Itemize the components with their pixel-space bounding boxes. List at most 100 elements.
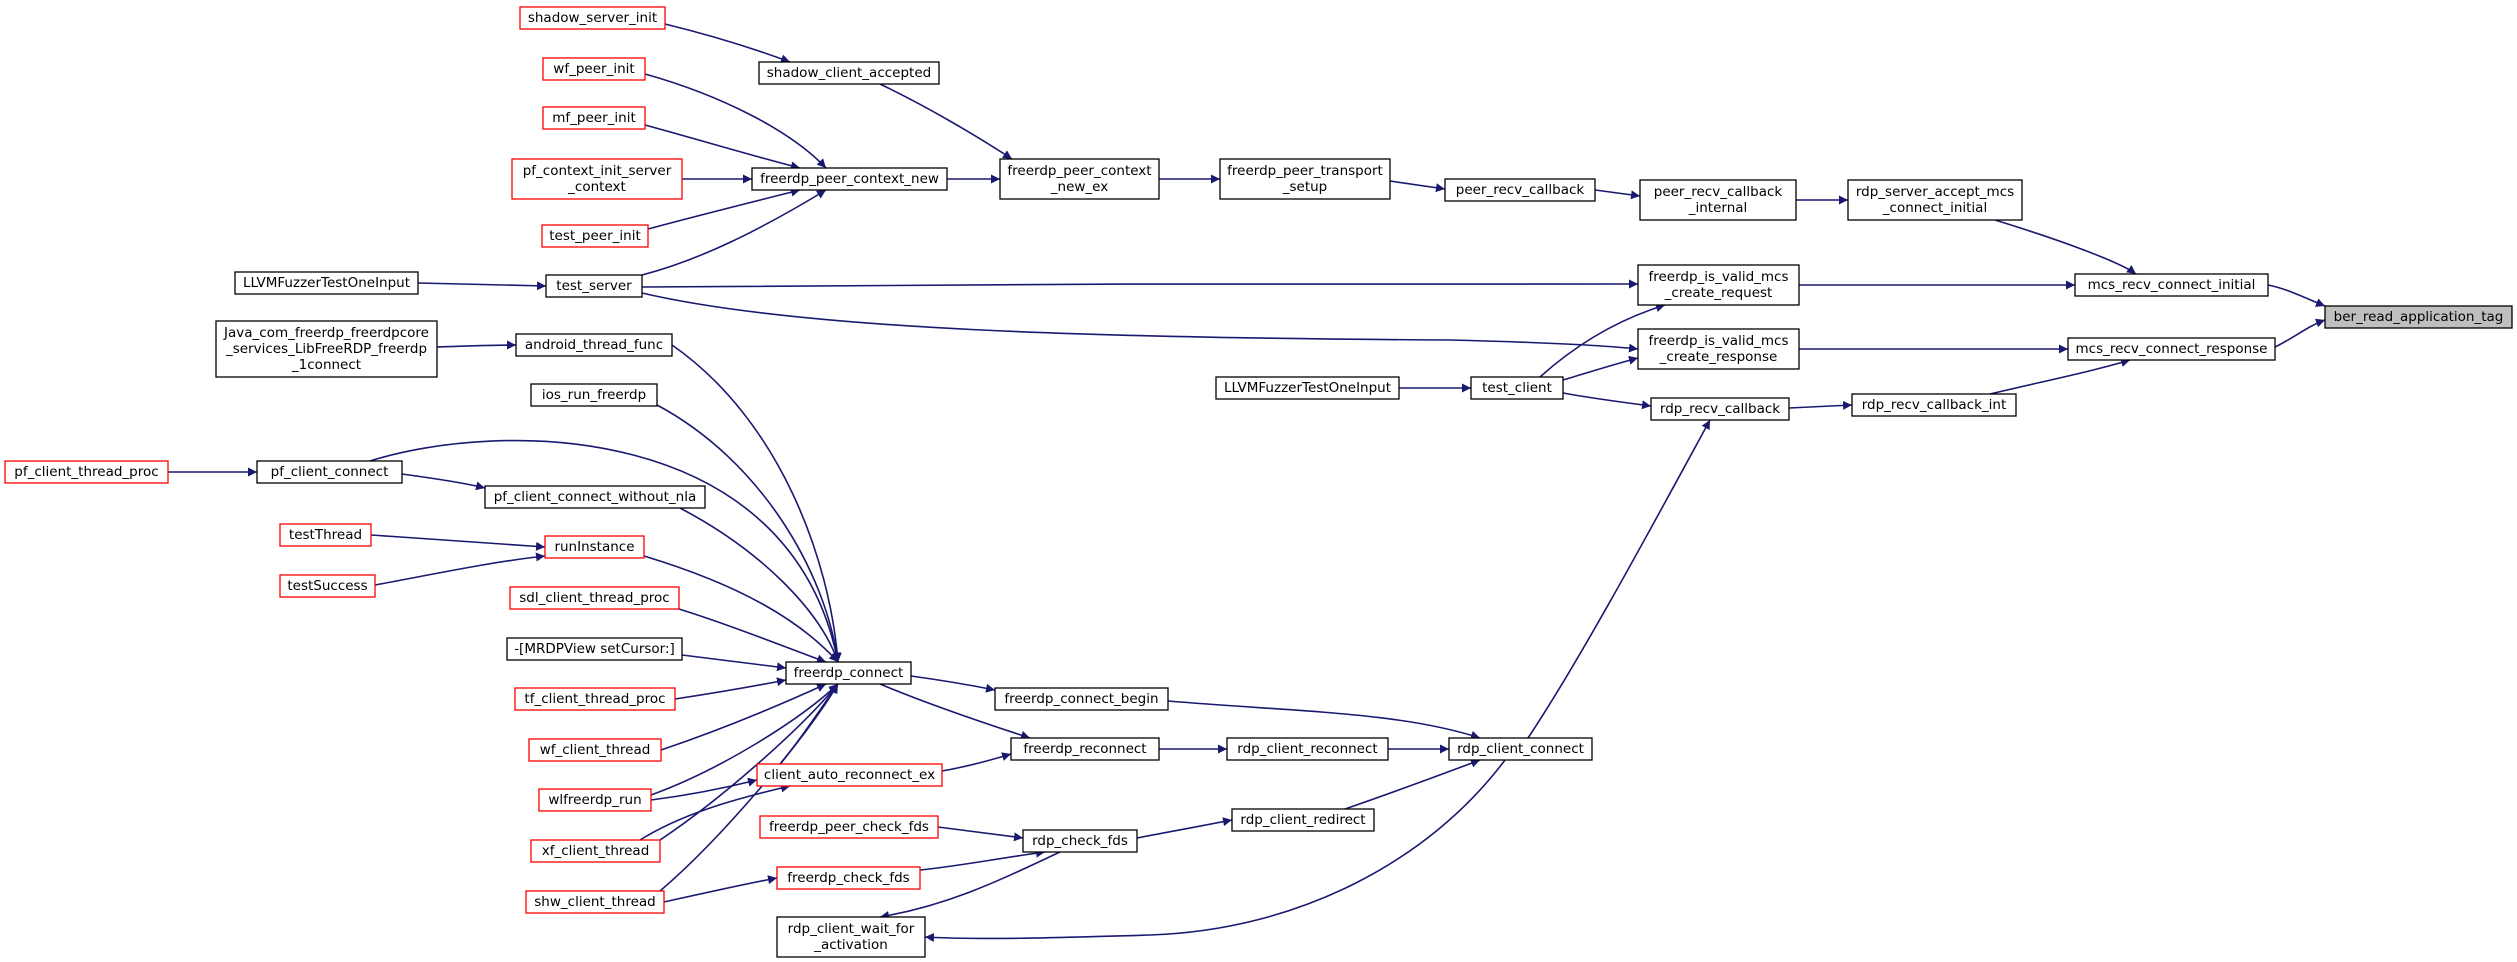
node-freerdp_is_valid_mcs_create_response[interactable]: freerdp_is_valid_mcs_create_response [1637, 328, 1800, 370]
node-xf_client_thread[interactable]: xf_client_thread [530, 839, 661, 863]
node-box[interactable] [1226, 737, 1389, 761]
node-LLVMFuzzerTestOneInput_2[interactable]: LLVMFuzzerTestOneInput [1215, 376, 1400, 400]
node-box[interactable] [1219, 158, 1391, 200]
node-box[interactable] [751, 167, 948, 191]
node-shadow_server_init[interactable]: shadow_server_init [519, 6, 666, 30]
node-freerdp_peer_transport_setup[interactable]: freerdp_peer_transport_setup [1219, 158, 1391, 200]
node-box[interactable] [514, 687, 676, 711]
node-box[interactable] [1470, 376, 1564, 400]
node-rdp_check_fds[interactable]: rdp_check_fds [1022, 829, 1138, 853]
node-ios_run_freerdp[interactable]: ios_run_freerdp [530, 383, 658, 407]
node-LLVMFuzzerTestOneInput_1[interactable]: LLVMFuzzerTestOneInput [234, 271, 419, 295]
node-box[interactable] [776, 866, 921, 890]
node-box[interactable] [1215, 376, 1400, 400]
node-box[interactable] [528, 738, 662, 762]
node-java_connect[interactable]: Java_com_freerdp_freerdpcore_services_Li… [215, 320, 438, 378]
node-box[interactable] [1650, 397, 1790, 421]
node-box[interactable] [545, 274, 643, 298]
node-box[interactable] [1847, 179, 2023, 221]
node-android_thread_func[interactable]: android_thread_func [515, 333, 673, 357]
node-rdp_recv_callback[interactable]: rdp_recv_callback [1650, 397, 1790, 421]
node-freerdp_is_valid_mcs_create_request[interactable]: freerdp_is_valid_mcs_create_request [1637, 264, 1800, 306]
node-freerdp_peer_context_new_ex[interactable]: freerdp_peer_context_new_ex [999, 158, 1160, 200]
node-freerdp_peer_context_new[interactable]: freerdp_peer_context_new [751, 167, 948, 191]
node-pf_client_thread_proc[interactable]: pf_client_thread_proc [4, 460, 169, 484]
node-test_server[interactable]: test_server [545, 274, 643, 298]
node-box[interactable] [256, 460, 403, 484]
node-tf_client_thread_proc[interactable]: tf_client_thread_proc [514, 687, 676, 711]
node-box[interactable] [1444, 178, 1596, 202]
node-wf_peer_init[interactable]: wf_peer_init [542, 57, 646, 81]
node-mcs_recv_connect_initial[interactable]: mcs_recv_connect_initial [2074, 273, 2269, 297]
node-mrdpview_setcursor[interactable]: -[MRDPView setCursor:] [506, 637, 683, 661]
node-freerdp_connect[interactable]: freerdp_connect [785, 661, 912, 685]
node-box[interactable] [1639, 179, 1797, 221]
node-rdp_client_redirect[interactable]: rdp_client_redirect [1231, 808, 1375, 832]
node-test_client[interactable]: test_client [1470, 376, 1564, 400]
node-box[interactable] [515, 333, 673, 357]
node-box[interactable] [538, 788, 652, 812]
node-box[interactable] [525, 890, 665, 914]
node-testSuccess[interactable]: testSuccess [279, 574, 376, 598]
node-box[interactable] [519, 6, 666, 30]
node-box[interactable] [530, 839, 661, 863]
node-freerdp_peer_check_fds[interactable]: freerdp_peer_check_fds [759, 815, 939, 839]
node-box[interactable] [509, 586, 680, 610]
node-test_peer_init[interactable]: test_peer_init [541, 224, 649, 248]
node-box[interactable] [2324, 305, 2513, 329]
node-box[interactable] [1448, 737, 1593, 761]
node-runInstance[interactable]: runInstance [544, 535, 645, 559]
node-box[interactable] [544, 535, 645, 559]
node-client_auto_reconnect_ex[interactable]: client_auto_reconnect_ex [756, 763, 943, 787]
node-freerdp_check_fds[interactable]: freerdp_check_fds [776, 866, 921, 890]
node-box[interactable] [506, 637, 683, 661]
node-freerdp_connect_begin[interactable]: freerdp_connect_begin [994, 687, 1169, 711]
node-box[interactable] [279, 523, 372, 547]
node-box[interactable] [215, 320, 438, 378]
node-box[interactable] [785, 661, 912, 685]
node-box[interactable] [776, 916, 926, 958]
node-peer_recv_callback_internal[interactable]: peer_recv_callback_internal [1639, 179, 1797, 221]
node-box[interactable] [999, 158, 1160, 200]
node-box[interactable] [1022, 829, 1138, 853]
node-box[interactable] [2074, 273, 2269, 297]
node-box[interactable] [4, 460, 169, 484]
node-mcs_recv_connect_response[interactable]: mcs_recv_connect_response [2067, 337, 2276, 361]
node-mf_peer_init[interactable]: mf_peer_init [542, 106, 646, 130]
node-freerdp_reconnect[interactable]: freerdp_reconnect [1010, 737, 1160, 761]
node-rdp_server_accept_mcs[interactable]: rdp_server_accept_mcs_connect_initial [1847, 179, 2023, 221]
node-shw_client_thread[interactable]: shw_client_thread [525, 890, 665, 914]
node-ber_read_application_tag[interactable]: ber_read_application_tag [2324, 305, 2513, 329]
node-box[interactable] [542, 57, 646, 81]
node-box[interactable] [1231, 808, 1375, 832]
node-pf_client_connect[interactable]: pf_client_connect [256, 460, 403, 484]
node-box[interactable] [1851, 393, 2017, 417]
node-box[interactable] [1637, 264, 1800, 306]
node-pf_context_init_server_context[interactable]: pf_context_init_server_context [511, 158, 683, 200]
node-wf_client_thread[interactable]: wf_client_thread [528, 738, 662, 762]
node-box[interactable] [1637, 328, 1800, 370]
node-box[interactable] [2067, 337, 2276, 361]
node-box[interactable] [511, 158, 683, 200]
node-rdp_client_connect[interactable]: rdp_client_connect [1448, 737, 1593, 761]
node-peer_recv_callback[interactable]: peer_recv_callback [1444, 178, 1596, 202]
node-box[interactable] [756, 763, 943, 787]
node-box[interactable] [279, 574, 376, 598]
node-box[interactable] [1010, 737, 1160, 761]
node-sdl_client_thread_proc[interactable]: sdl_client_thread_proc [509, 586, 680, 610]
node-box[interactable] [234, 271, 419, 295]
node-rdp_recv_callback_int[interactable]: rdp_recv_callback_int [1851, 393, 2017, 417]
node-testThread[interactable]: testThread [279, 523, 372, 547]
node-box[interactable] [530, 383, 658, 407]
node-box[interactable] [541, 224, 649, 248]
node-box[interactable] [994, 687, 1169, 711]
node-box[interactable] [542, 106, 646, 130]
node-shadow_client_accepted[interactable]: shadow_client_accepted [758, 61, 940, 85]
node-wlfreerdp_run[interactable]: wlfreerdp_run [538, 788, 652, 812]
node-rdp_client_wait_for_activation[interactable]: rdp_client_wait_for_activation [776, 916, 926, 958]
node-rdp_client_reconnect[interactable]: rdp_client_reconnect [1226, 737, 1389, 761]
node-box[interactable] [484, 485, 706, 509]
node-pf_client_connect_without_nla[interactable]: pf_client_connect_without_nla [484, 485, 706, 509]
node-box[interactable] [759, 815, 939, 839]
node-box[interactable] [758, 61, 940, 85]
